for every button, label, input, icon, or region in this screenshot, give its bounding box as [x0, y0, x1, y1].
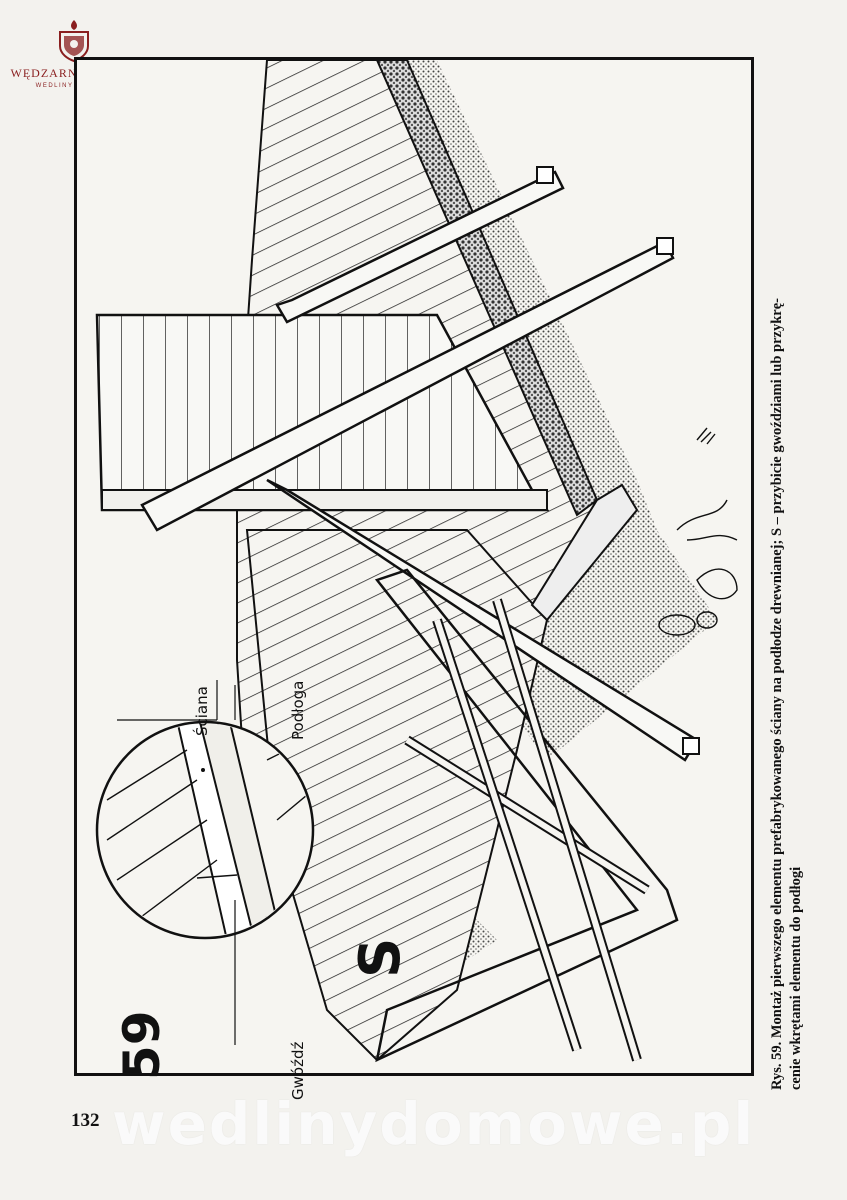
page-number: 132: [71, 1110, 100, 1131]
detail-s-label: S: [348, 937, 413, 978]
figure-number: 59: [113, 1010, 171, 1080]
site-watermark: wedlinydomowe.pl: [112, 1090, 756, 1158]
figure-frame: 59 S Ściana Podłoga Gwóźdź: [74, 57, 754, 1100]
wall-label: Ściana: [193, 686, 211, 736]
figure-caption: Rys. 59. Montaż pierwszego elementu pref…: [768, 50, 806, 1090]
caption-line-1: Rys. 59. Montaż pierwszego elementu pref…: [769, 298, 785, 1090]
caption-line-2: cenie wkrętami elementu do podłogi: [788, 866, 804, 1090]
wall-assembly-illustration: [95, 60, 738, 1063]
floor-label: Podłoga: [289, 680, 307, 740]
coat-of-arms-logo: [59, 20, 89, 62]
